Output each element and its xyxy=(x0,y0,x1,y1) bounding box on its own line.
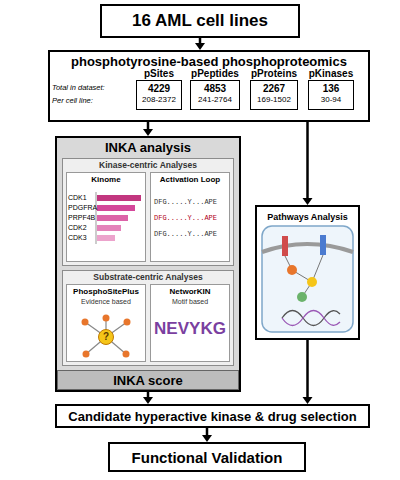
flow-arrow xyxy=(303,340,313,404)
node-title: Pathways Analysis xyxy=(257,207,358,222)
analysis-panel: Kinase-centric AnalysesKinome Activation … xyxy=(62,158,234,266)
diagram-label: CDK1 xyxy=(68,194,87,202)
node-title: Kinome xyxy=(67,173,145,185)
node-title: 16 AML cell lines xyxy=(132,11,268,31)
network-node xyxy=(124,319,131,326)
network-node xyxy=(83,351,90,358)
node-title: Functional Validation xyxy=(132,449,283,466)
stat-box: pKinases13630-94 xyxy=(308,68,354,110)
node-text: 241-2764 xyxy=(191,95,239,105)
network-node xyxy=(82,319,89,326)
stat-frame: 4853241-2764 xyxy=(190,80,240,110)
stat-frame: 2267169-1502 xyxy=(250,80,298,110)
node-text: 30-94 xyxy=(309,95,353,105)
node-title: PhosphoSitePlus xyxy=(67,285,145,297)
node-text: 208-2372 xyxy=(137,95,181,105)
arrow-head xyxy=(143,397,153,404)
flow-arrow xyxy=(195,38,205,50)
node-title: INKA analysis xyxy=(57,138,239,157)
flow-arrow xyxy=(202,428,212,442)
node-title: Substrate-centric Analyses xyxy=(63,271,233,283)
node-text: 136 xyxy=(309,81,353,95)
diagram-label: DFG.....Y...APE xyxy=(154,198,217,207)
kinome-bar xyxy=(97,195,141,201)
arrow-head xyxy=(143,129,153,136)
diagram-label: DFG.....Y...APE xyxy=(154,230,217,239)
process-box: Functional Validation xyxy=(108,442,306,472)
node-text: 4229 xyxy=(137,81,181,95)
node-title: INKA score xyxy=(113,373,183,388)
arrow-head xyxy=(303,198,313,205)
diagram-label: PDGFRA xyxy=(68,204,97,212)
process-box: Candidate hyperactive kinase & drug sele… xyxy=(55,404,370,428)
diagram-label: NEVYKG xyxy=(150,318,230,340)
receptor-symbol xyxy=(320,235,326,255)
node-text: Evidence based xyxy=(67,297,145,306)
stat-box: pPeptides4853241-2764 xyxy=(190,68,240,110)
kinome-bar xyxy=(97,225,121,231)
dna-strand xyxy=(282,311,340,326)
dna-strand xyxy=(282,311,340,326)
receptor-symbol xyxy=(282,236,288,256)
score-band: INKA score xyxy=(57,370,239,390)
network-node xyxy=(103,315,110,322)
arrow-shaft xyxy=(147,122,150,130)
node-text: Motif based xyxy=(151,297,229,306)
process-box: 16 AML cell lines xyxy=(100,4,300,38)
cell-membrane xyxy=(262,244,353,252)
stat-frame: 4229208-2372 xyxy=(136,80,182,110)
signal-protein xyxy=(287,265,297,275)
diagram-label: Per cell line: xyxy=(52,96,93,105)
node-title: pProteins xyxy=(250,68,298,80)
kinome-bar xyxy=(97,235,115,241)
arrow-shaft xyxy=(306,122,309,199)
query-node xyxy=(99,330,114,345)
node-title: pPeptides xyxy=(190,68,240,80)
network-node xyxy=(123,351,130,358)
node-text: 169-1502 xyxy=(251,95,297,105)
axis-line xyxy=(96,192,97,244)
node-title: pSites xyxy=(136,68,182,80)
diagram-label: Total in dataset: xyxy=(52,83,105,92)
diagram-label: ? xyxy=(99,331,113,343)
kinome-bar xyxy=(97,215,128,221)
arrow-head xyxy=(303,397,313,404)
node-title: Kinase-centric Analyses xyxy=(63,159,233,171)
flow-arrow xyxy=(143,392,153,404)
diagram-label: DFG.....Y...APE xyxy=(154,214,217,223)
flow-arrow xyxy=(303,122,313,205)
arrow-head xyxy=(195,43,205,50)
node-title: phosphotyrosine-based phosphoproteomics xyxy=(50,52,368,69)
cell-outline xyxy=(262,226,353,332)
node-title: Candidate hyperactive kinase & drug sele… xyxy=(68,409,356,424)
signal-protein xyxy=(297,292,307,302)
node-title: Activation Loop xyxy=(151,173,229,185)
arrow-shaft xyxy=(206,428,209,436)
signal-protein xyxy=(307,277,317,287)
node-title: NetworKIN xyxy=(151,285,229,297)
stat-frame: 13630-94 xyxy=(308,80,354,110)
node-text: 2267 xyxy=(251,81,297,95)
flow-arrow xyxy=(143,122,153,136)
node-text: 4853 xyxy=(191,81,239,95)
arrow-head xyxy=(202,435,212,442)
stat-box: pProteins2267169-1502 xyxy=(250,68,298,110)
kinome-bar xyxy=(97,205,135,211)
stat-box: pSites4229208-2372 xyxy=(136,68,182,110)
node-title: pKinases xyxy=(308,68,354,80)
diagram-label: CDK2 xyxy=(68,224,87,232)
arrow-shaft xyxy=(306,340,309,398)
diagram-label: PRPF4B xyxy=(68,214,95,222)
diagram-label: CDK3 xyxy=(68,234,87,242)
